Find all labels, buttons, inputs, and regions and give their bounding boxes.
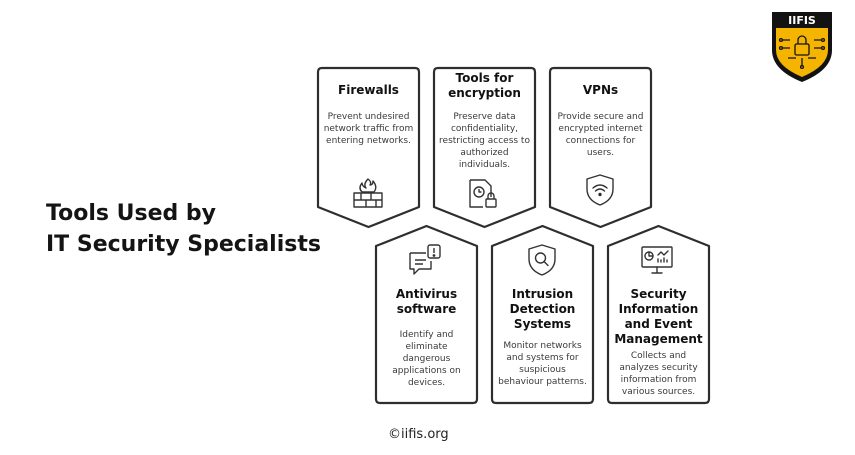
tool-description: Preserve data confidentiality, restricti… — [439, 112, 530, 170]
shield-wifi-icon — [586, 174, 614, 206]
tool-description: Prevent undesired network traffic from e… — [323, 112, 414, 146]
tool-card-siem: Security Information and Event Managemen… — [605, 223, 712, 406]
svg-text:IIFIS: IIFIS — [788, 14, 816, 27]
shield-search-icon — [528, 244, 556, 276]
tool-description: Monitor networks and systems for suspici… — [498, 341, 587, 387]
tool-card-firewalls: Firewalls Prevent undesired network traf… — [315, 65, 422, 230]
tool-description: Identify and eliminate dangerous applica… — [392, 330, 461, 388]
tool-card-encryption: Tools for encryption Preserve data confi… — [431, 65, 538, 230]
tool-title: VPNs — [582, 83, 619, 97]
tool-card-vpns: VPNs Provide secure and encrypted intern… — [547, 65, 654, 230]
firewall-icon — [353, 178, 383, 208]
tool-title: Antivirus software — [395, 287, 458, 316]
title-line-2: IT Security Specialists — [46, 232, 321, 257]
tool-title: Security Information and Event Managemen… — [614, 287, 703, 346]
tool-title: Intrusion Detection Systems — [509, 287, 576, 331]
tool-card-antivirus: Antivirus software Identify and eliminat… — [373, 223, 480, 406]
analytics-monitor-icon — [641, 246, 673, 274]
alert-message-icon — [409, 244, 441, 275]
tool-description: Provide secure and encrypted internet co… — [557, 112, 644, 158]
iifis-logo: IIFIS — [772, 12, 832, 82]
tool-description: Collects and analyzes security informati… — [619, 351, 698, 397]
copyright-text: ©iifis.org — [388, 427, 449, 442]
tool-title: Tools for encryption — [448, 71, 521, 100]
tool-card-intrusion-detection: Intrusion Detection Systems Monitor netw… — [489, 223, 596, 406]
title-line-1: Tools Used by — [46, 201, 216, 226]
encrypted-document-icon — [469, 179, 497, 208]
tool-title: Firewalls — [338, 83, 399, 97]
main-title: Tools Used by IT Security Specialists — [46, 198, 321, 260]
